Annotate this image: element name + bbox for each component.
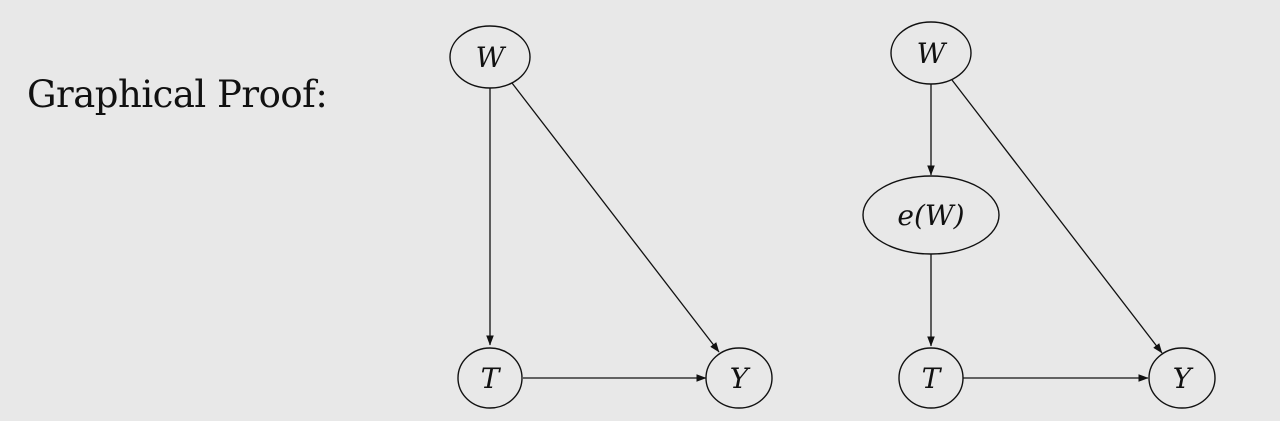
node-w: W — [890, 21, 972, 85]
node-w: W — [449, 25, 531, 89]
node-w-label: W — [476, 41, 507, 74]
slide-title: Graphical Proof: — [27, 73, 328, 116]
node-t-label: T — [481, 362, 502, 395]
node-t-label: T — [922, 362, 943, 395]
node-ew-label: e(W) — [897, 199, 964, 232]
node-y-label: Y — [1173, 362, 1194, 395]
diagram-1: W T Y — [449, 25, 773, 409]
node-y: Y — [705, 347, 773, 409]
edge-w-to-y — [511, 82, 720, 353]
diagram-2: W e(W) T Y — [862, 21, 1216, 409]
node-t: T — [898, 347, 964, 409]
node-t: T — [457, 347, 523, 409]
edge-w-to-y — [951, 79, 1163, 354]
node-y-label: Y — [730, 362, 751, 395]
node-ew: e(W) — [862, 175, 1000, 255]
node-w-label: W — [917, 37, 948, 70]
node-y: Y — [1148, 347, 1216, 409]
